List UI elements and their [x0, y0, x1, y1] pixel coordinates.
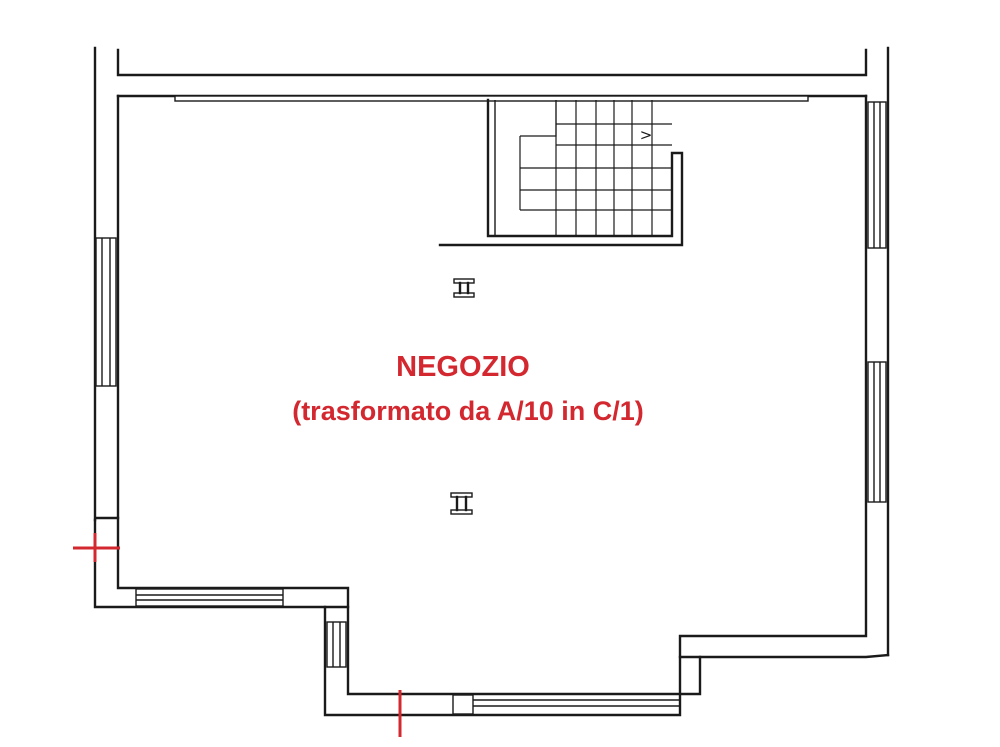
staircase [438, 98, 684, 247]
pillar-bottom [450, 492, 473, 515]
room-note: (trasformato da A/10 in C/1) [292, 396, 644, 426]
side-window [326, 621, 347, 668]
right-window-lower [867, 361, 887, 503]
stair-direction-arrow: > [640, 126, 653, 144]
section-marker-left [73, 533, 120, 562]
bottom-window [452, 694, 680, 715]
top-window [174, 95, 809, 102]
bottom-left-window [135, 588, 284, 607]
room-name: NEGOZIO [396, 351, 530, 383]
left-window [95, 237, 117, 387]
right-window-upper [867, 101, 887, 249]
pillar-top [453, 278, 475, 298]
